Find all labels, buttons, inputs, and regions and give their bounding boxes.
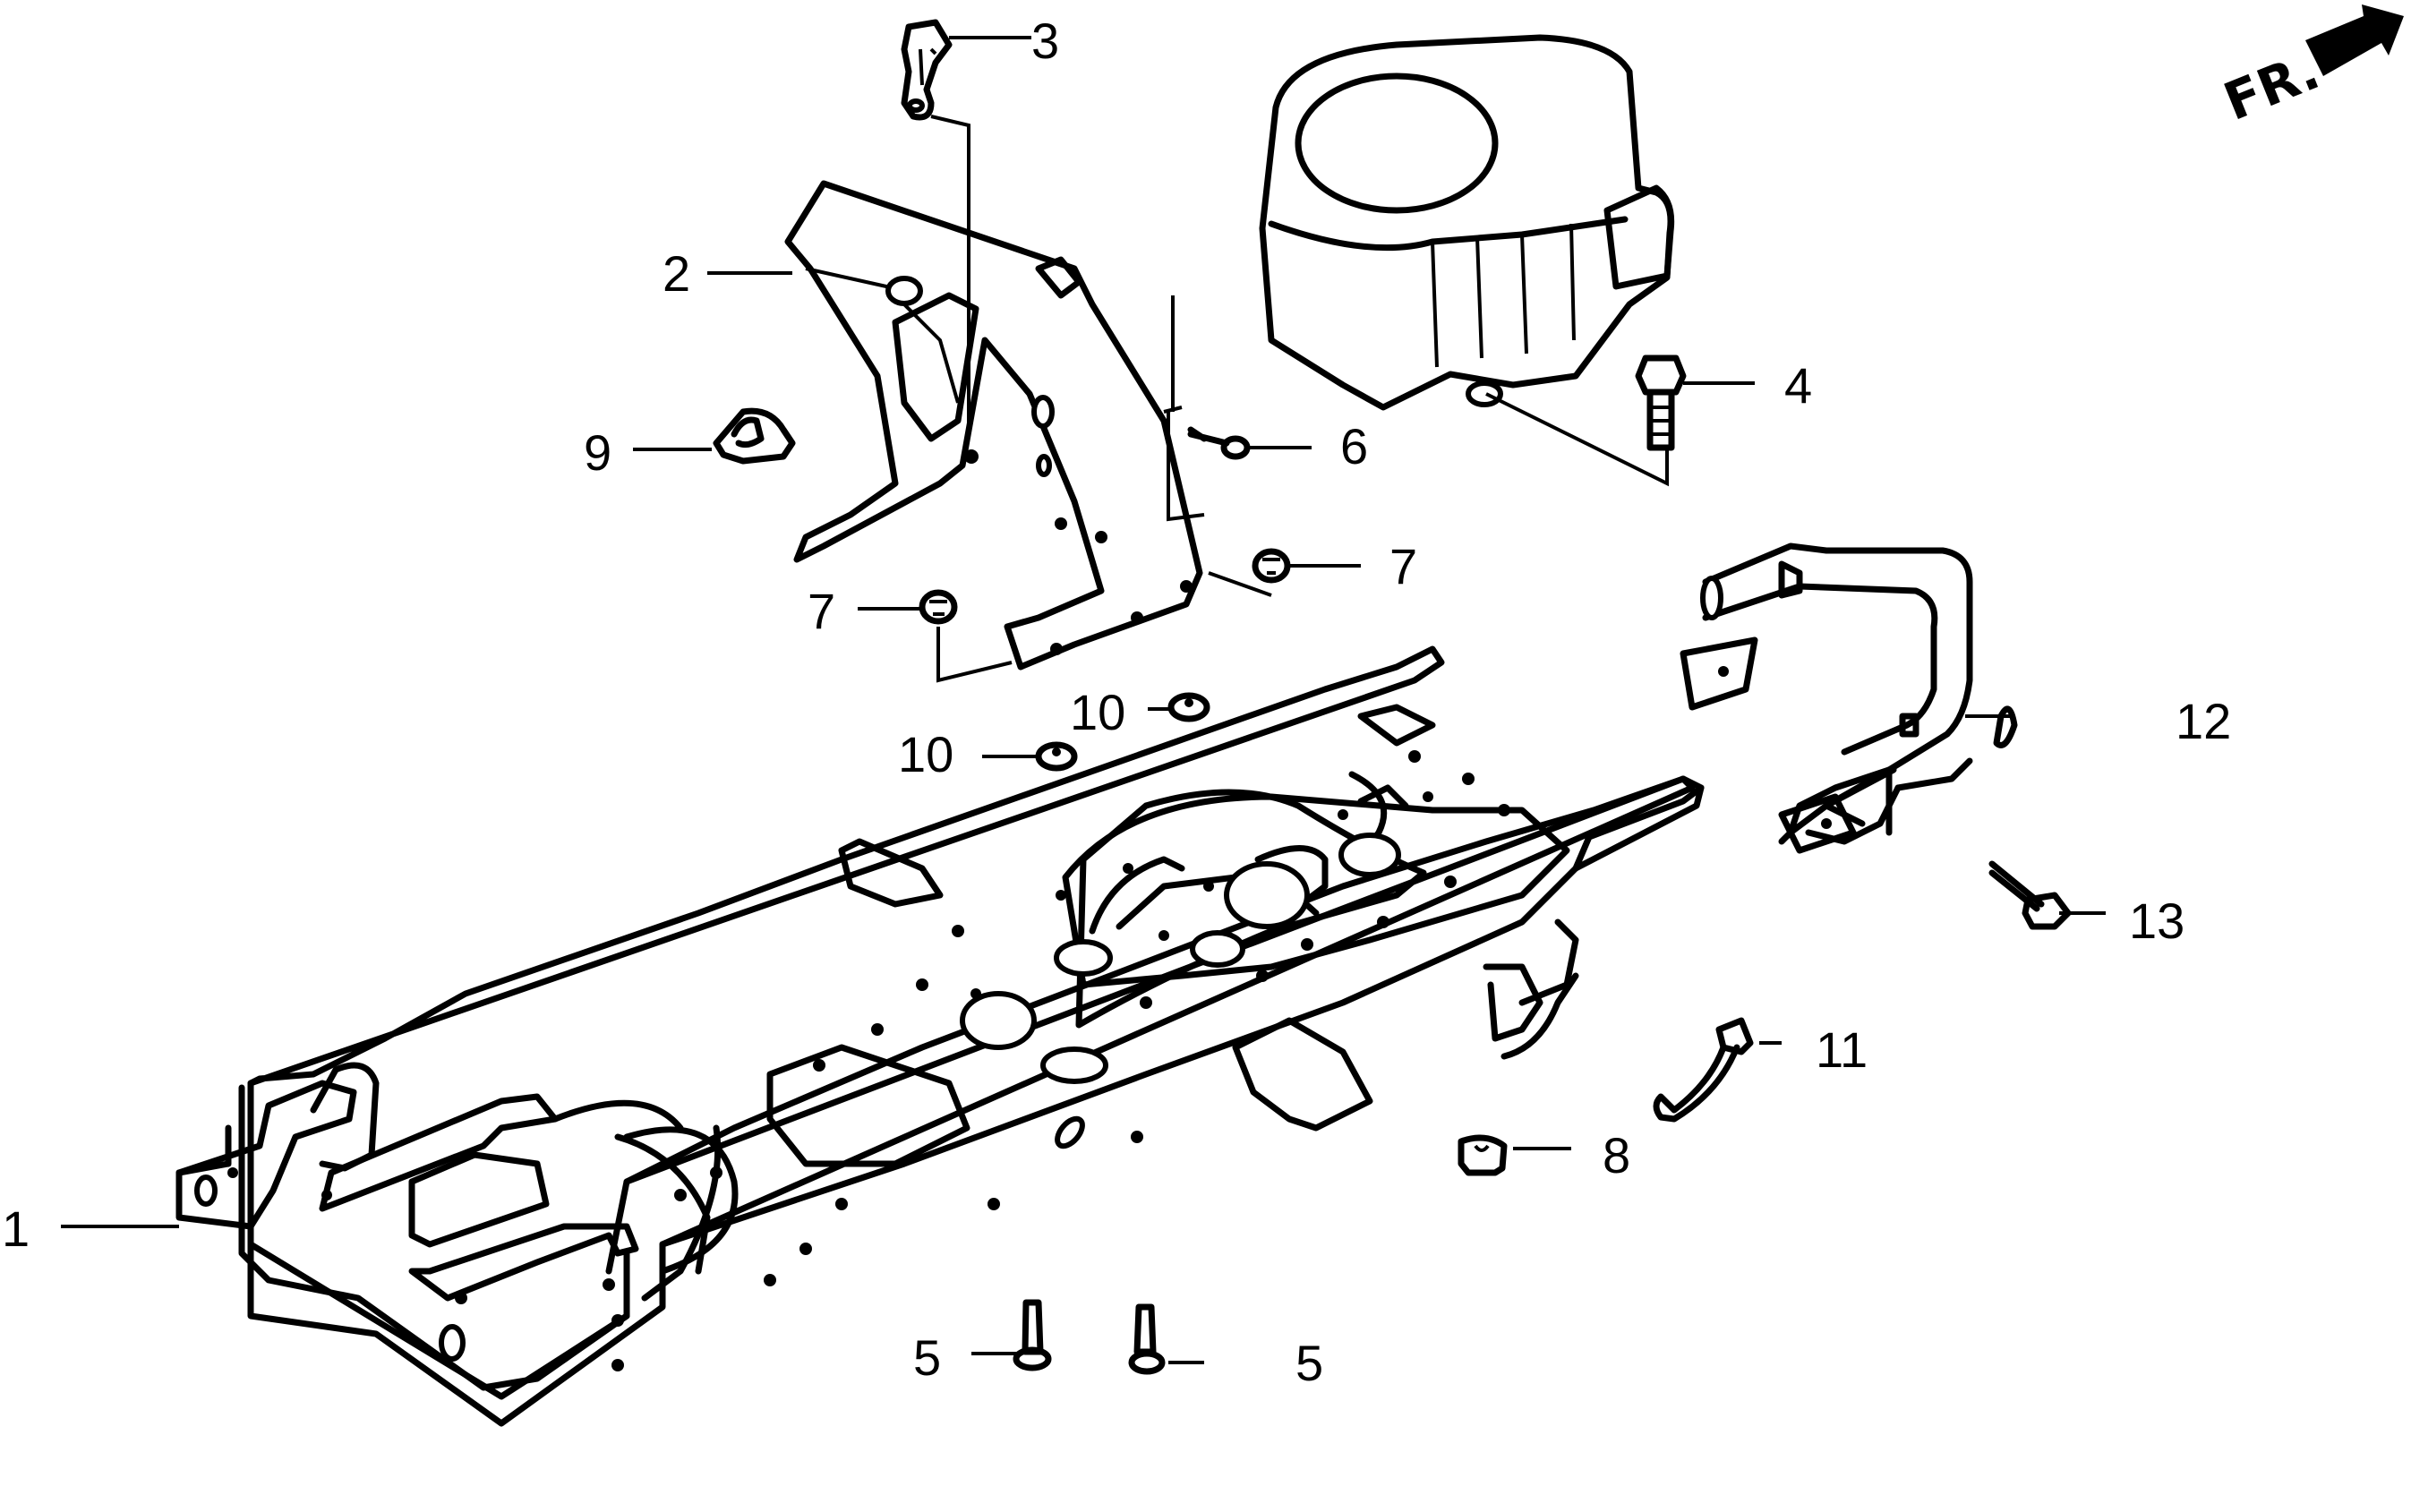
bolt-5-right xyxy=(1128,1303,1166,1375)
bolt-5-left xyxy=(1013,1299,1052,1371)
callout-13: 13 xyxy=(2129,893,2184,949)
cable-clamp-9 xyxy=(713,407,796,465)
front-direction-marker: FR. xyxy=(2216,4,2404,132)
callout-2: 2 xyxy=(663,245,690,302)
bumper-frame xyxy=(1680,542,2018,854)
rubber-mount-10-left xyxy=(1035,741,1078,772)
arrow-right-icon xyxy=(2305,4,2404,76)
flange-bolt-13 xyxy=(1988,860,2072,930)
grommet-8 xyxy=(1458,1134,1508,1176)
callout-3: 3 xyxy=(1031,13,1059,69)
callout-10-right: 10 xyxy=(1070,684,1125,740)
rubber-mount-10-right xyxy=(1167,692,1210,722)
callout-11: 11 xyxy=(1816,1021,1868,1078)
callout-7-left: 7 xyxy=(808,583,835,639)
flange-bolt-4 xyxy=(1635,355,1687,451)
callout-12: 12 xyxy=(2176,693,2231,749)
callout-1: 1 xyxy=(2,1200,30,1257)
callout-7-right: 7 xyxy=(1389,538,1417,594)
callout-9: 9 xyxy=(584,424,611,481)
leader-lines xyxy=(61,36,2106,1364)
nut-7-left xyxy=(919,589,958,625)
hook-11 xyxy=(1653,1017,1754,1123)
callout-5-left: 5 xyxy=(913,1329,941,1386)
callout-10-left: 10 xyxy=(898,726,953,782)
screw-6 xyxy=(1187,426,1251,460)
nut-7-right xyxy=(1252,548,1291,584)
callout-8: 8 xyxy=(1603,1127,1630,1183)
callout-5-right: 5 xyxy=(1295,1335,1323,1391)
front-label: FR. xyxy=(2216,40,2328,132)
main-frame xyxy=(175,645,1705,1427)
callout-6: 6 xyxy=(1340,418,1368,474)
callout-4: 4 xyxy=(1784,357,1812,414)
clip-3 xyxy=(901,19,953,121)
engine-bracket xyxy=(784,180,1203,671)
engine xyxy=(1259,34,1675,411)
callout-labels: 1 2 3 4 5 5 6 7 7 8 9 10 10 11 12 13 xyxy=(2,13,2231,1391)
